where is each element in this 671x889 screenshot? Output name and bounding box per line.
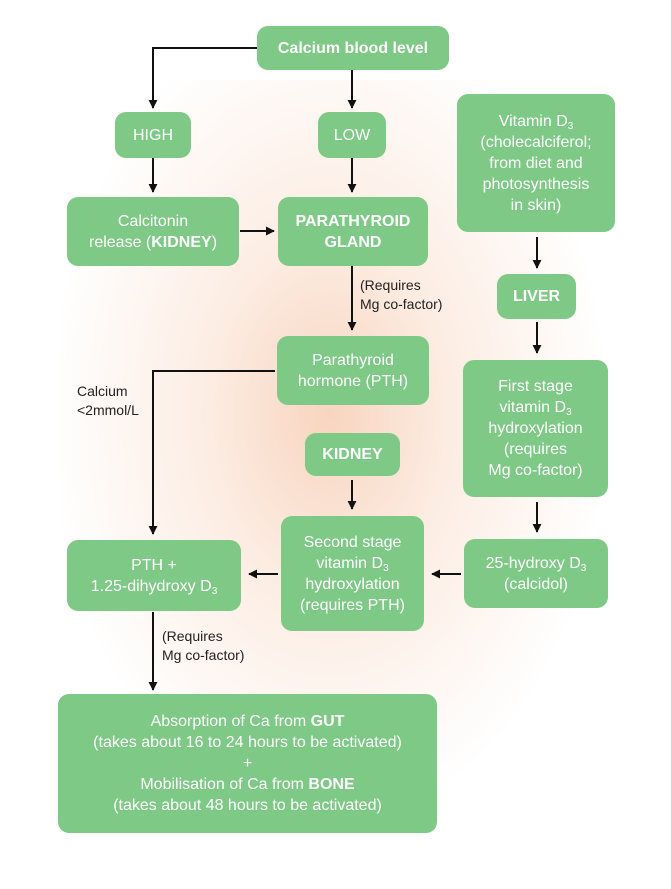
absorption-mobilisation-box: Absorption of Ca from GUT (takes about 1… [58, 694, 437, 833]
liver-label: LIVER [512, 288, 561, 305]
arrow-level-to-high [148, 47, 258, 109]
vitamin-d3-box: Vitamin D3 (cholecalciferol; from diet a… [457, 94, 615, 232]
arrow-pth-to-dihydroxy [148, 370, 275, 535]
liver-box: LIVER [497, 274, 576, 319]
requires-mg-note-2: (Requires Mg co-factor) [162, 628, 245, 663]
hydroxy-d3-box: 25-hydroxy D3 (calcidol) [464, 539, 608, 608]
kidney-label: KIDNEY [322, 446, 383, 463]
calcitonin-box: Calcitonin release (KIDNEY) [67, 197, 239, 266]
calcium-blood-level-box: Calcium blood level [257, 26, 449, 70]
calcium-threshold-note: Calcium <2mmol/L [77, 383, 139, 418]
calcitonin-line1: Calcitonin [117, 212, 189, 230]
parathyroid-gland-line2: GLAND [324, 233, 382, 251]
second-stage-box: Second stage vitamin D3 hydroxylation (r… [281, 516, 424, 631]
calcium-blood-level-label: Calcium blood level [277, 39, 429, 57]
calcitonin-kidney-label: KIDNEY [151, 233, 212, 251]
parathyroid-gland-line1: PARATHYROID [295, 212, 411, 230]
pth-box: Parathyroid hormone (PTH) [277, 336, 429, 405]
gut-label: GUT [310, 713, 345, 730]
pth-dihydroxy-box: PTH + 1.25-dihydroxy D3 [67, 540, 241, 611]
low-box: LOW [318, 112, 386, 158]
kidney-box: KIDNEY [305, 433, 400, 476]
parathyroid-gland-box: PARATHYROID GLAND [278, 197, 428, 266]
high-label: HIGH [133, 126, 173, 144]
first-stage-box: First stage vitamin D3 hydroxylation (re… [463, 360, 608, 497]
pth-line1: Parathyroid [312, 351, 394, 369]
requires-mg-note-1: (Requires Mg co-factor) [360, 277, 443, 312]
calcitonin-line2: release (KIDNEY) [88, 233, 218, 251]
pth-line2: hormone (PTH) [297, 372, 409, 390]
bone-label: BONE [308, 776, 355, 793]
high-box: HIGH [115, 112, 191, 158]
low-label: LOW [333, 126, 371, 144]
